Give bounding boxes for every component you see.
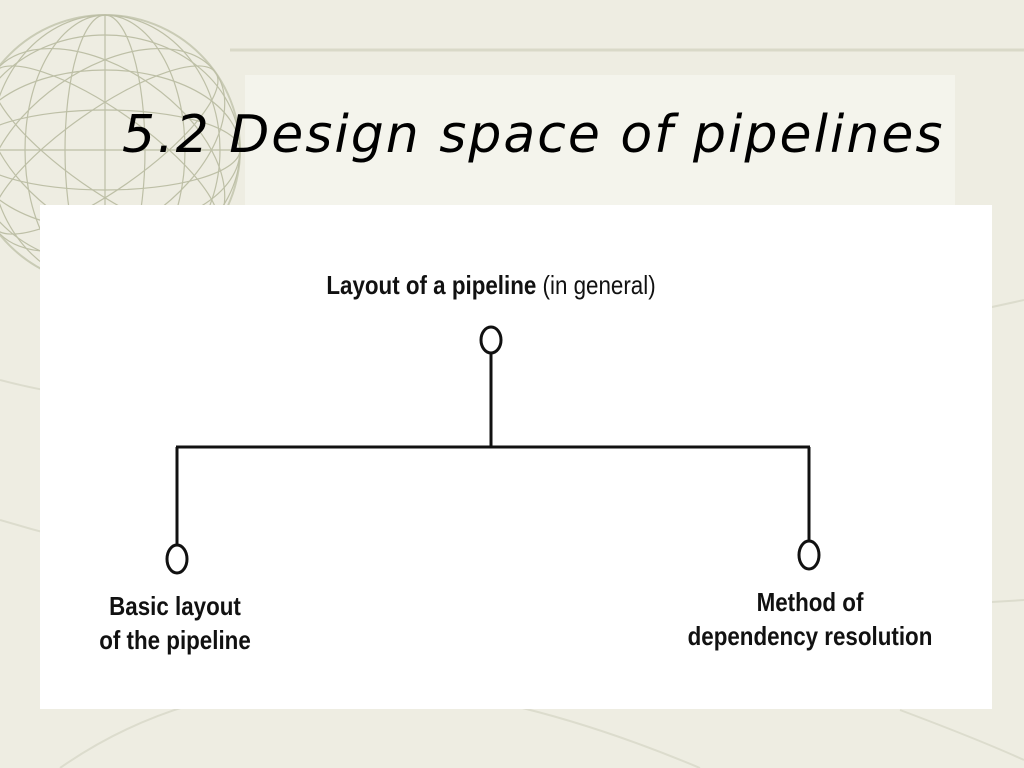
left-node-circle (165, 543, 189, 575)
left-node-label: Basic layout of the pipeline (68, 589, 283, 657)
left-label-line1: Basic layout (109, 591, 241, 621)
tree-connectors (165, 325, 821, 575)
right-label-line1: Method of (756, 587, 864, 617)
right-node-circle (797, 539, 821, 571)
left-label-line2: of the pipeline (99, 625, 251, 655)
root-label-qualifier: (in general) (536, 270, 656, 300)
diagram-panel: Layout of a pipeline (in general) Basic … (40, 205, 992, 709)
root-node-label: Layout of a pipeline (in general) (280, 268, 701, 302)
slide-title: 5.2 Design space of pipelines (122, 105, 945, 165)
right-label-line2: dependency resolution (687, 621, 933, 651)
root-label-bold: Layout of a pipeline (326, 270, 537, 300)
right-node-label: Method of dependency resolution (647, 585, 974, 653)
root-node-circle (479, 325, 503, 355)
